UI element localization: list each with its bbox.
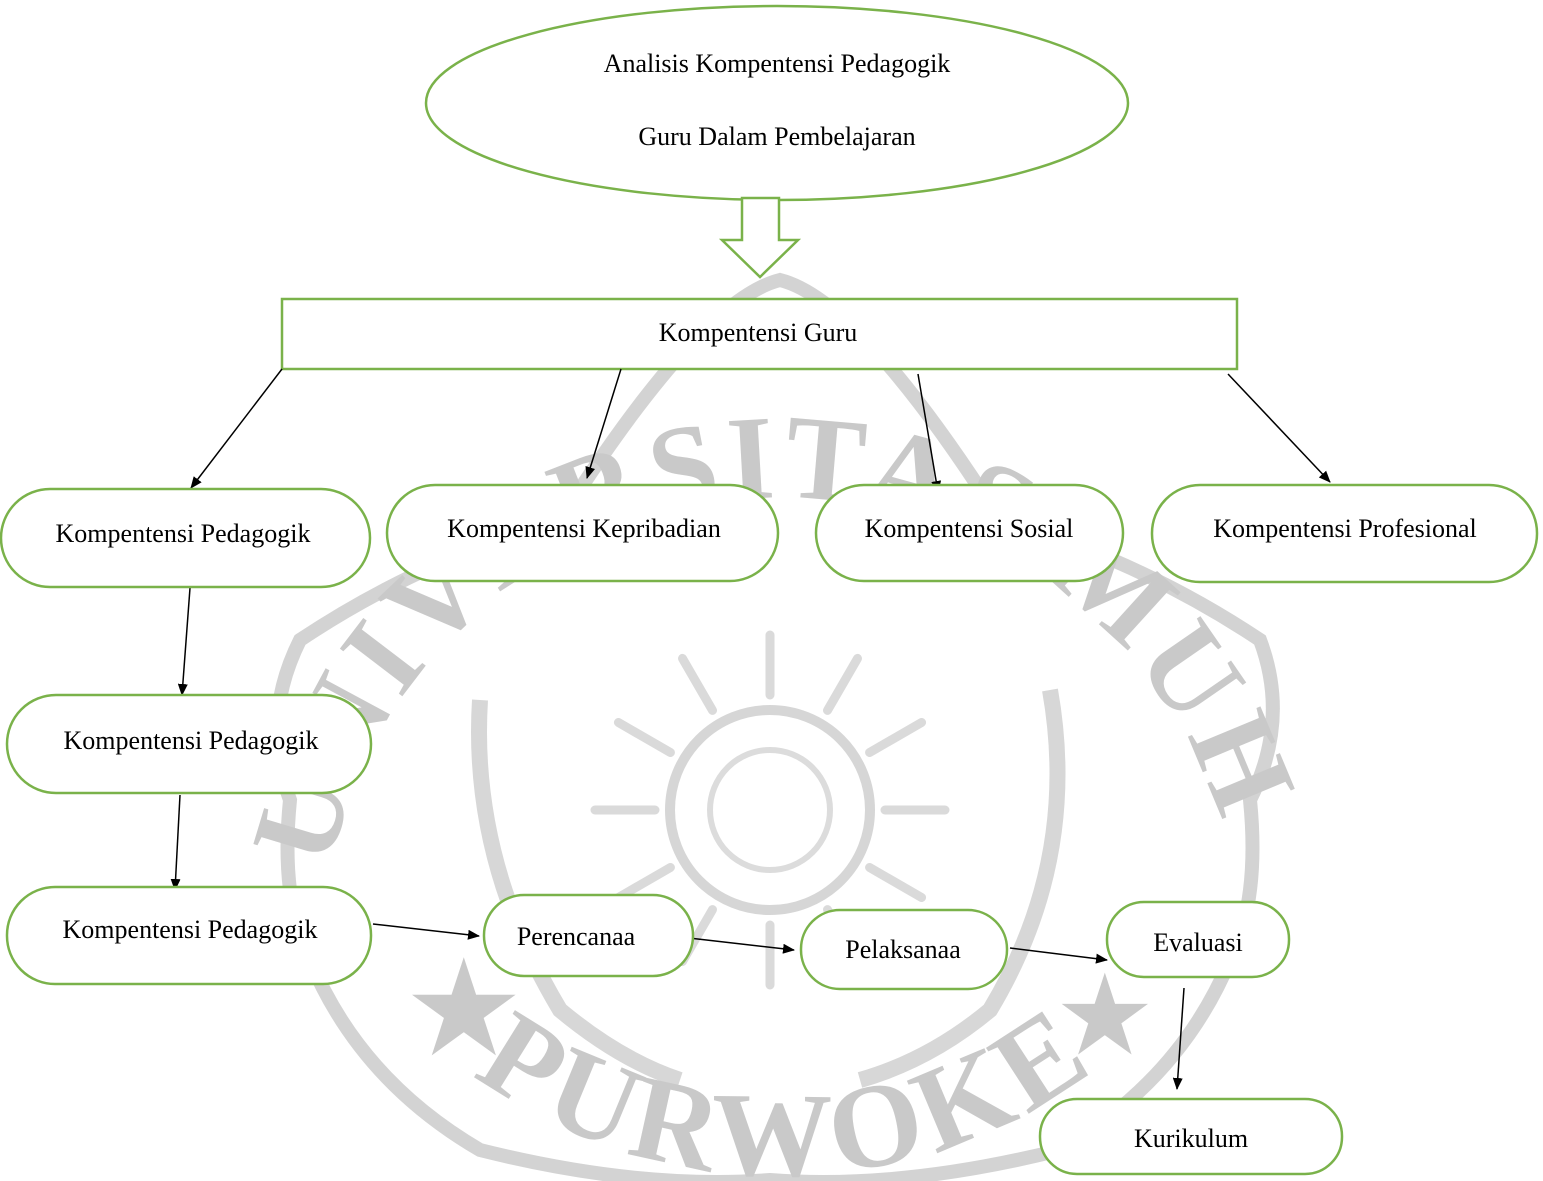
node-label: Kompentensi Pedagogik	[63, 915, 318, 944]
sun-emblem	[665, 705, 875, 915]
node-label: Kompentensi Kepribadian	[447, 514, 721, 543]
sun-ray	[678, 653, 717, 715]
sun-ray	[865, 718, 927, 757]
node-label: Perencanaa	[517, 922, 636, 951]
node-label: Evaluasi	[1153, 928, 1243, 957]
sun-rays	[590, 630, 950, 990]
node-label: Kurikulum	[1134, 1124, 1248, 1153]
root-node: Kompentensi Guru	[280, 297, 1239, 371]
node-label: Kompentensi Sosial	[865, 514, 1074, 543]
connector-arrows	[170, 368, 1331, 1090]
node-kompetensi-pedagogik-2: Kompentensi Pedagogik	[5, 693, 373, 795]
node-label: Kompentensi Pedagogik	[64, 726, 319, 755]
node-label: Pelaksanaa	[845, 935, 961, 964]
node-pelaksanaan: Pelaksanaa	[799, 908, 1009, 991]
node-perencanaan: Perencanaa	[482, 893, 695, 978]
title-line-1: Analisis Kompentensi Pedagogik	[604, 49, 951, 78]
title-node: Analisis Kompentensi Pedagogik Guru Dala…	[424, 4, 1130, 202]
node-kompetensi-kepribadian: Kompentensi Kepribadian	[385, 483, 780, 583]
sun-ray	[613, 863, 675, 902]
sun-ray	[823, 653, 862, 715]
node-kompetensi-sosial: Kompentensi Sosial	[814, 483, 1125, 583]
sun-ray	[865, 863, 927, 902]
node-evaluasi: Evaluasi	[1105, 900, 1291, 979]
sun-ray	[613, 718, 675, 757]
node-label: Kompentensi Pedagogik	[56, 519, 311, 548]
node-kompetensi-pedagogik-3: Kompentensi Pedagogik	[5, 885, 373, 986]
block-down-arrow	[718, 196, 802, 279]
root-label: Kompentensi Guru	[659, 318, 858, 347]
node-kompetensi-profesional: Kompentensi Profesional	[1150, 483, 1539, 584]
watermark-star-right: ★	[1060, 961, 1150, 1072]
node-kompetensi-pedagogik: Kompentensi Pedagogik	[0, 487, 372, 589]
node-label: Kompentensi Profesional	[1213, 514, 1477, 543]
leaf-branch-right	[857, 688, 1066, 1088]
title-line-2: Guru Dalam Pembelajaran	[638, 122, 915, 151]
node-kurikulum: Kurikulum	[1038, 1097, 1344, 1176]
